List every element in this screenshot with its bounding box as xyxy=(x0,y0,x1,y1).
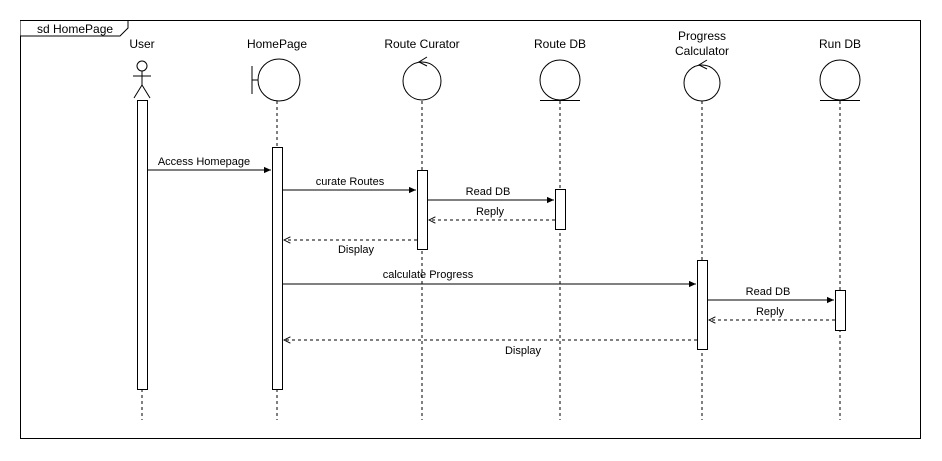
run-db-label: Run DB xyxy=(819,37,861,51)
progress-calculator-label-line2: Calculator xyxy=(675,44,729,58)
boundary-icon xyxy=(251,58,301,102)
message-label: Display xyxy=(338,244,375,256)
route-db-label: Route DB xyxy=(534,37,586,51)
participant-route-curator: Route Curator xyxy=(384,37,460,101)
entity-icon xyxy=(819,59,861,101)
control-icon xyxy=(683,59,721,102)
message-label: Read DB xyxy=(466,186,511,198)
message-label: Reply xyxy=(476,206,505,218)
route-db-activation xyxy=(555,189,566,230)
message-label: Read DB xyxy=(746,286,791,298)
actor-icon xyxy=(133,60,151,99)
homepage-label: HomePage xyxy=(247,37,307,51)
route-curator-activation xyxy=(417,170,428,250)
user-label: User xyxy=(129,37,154,51)
message-label: curate Routes xyxy=(316,176,385,188)
control-icon xyxy=(402,56,442,101)
message-label: calculate Progress xyxy=(383,269,474,281)
participant-route-db: Route DB xyxy=(534,37,586,101)
participant-progress-calculator: Progress Calculator xyxy=(675,29,729,102)
message-label: Reply xyxy=(756,306,785,318)
frame-label: sd HomePage xyxy=(37,22,113,36)
progress-calculator-label-line1: Progress xyxy=(678,29,726,43)
interaction-frame: sd HomePage xyxy=(20,20,921,439)
run-db-activation xyxy=(835,290,846,331)
message-label: Access Homepage xyxy=(158,156,250,168)
message-label: Display xyxy=(505,345,542,357)
user-activation xyxy=(137,100,148,390)
homepage-activation xyxy=(272,147,283,390)
entity-icon xyxy=(539,59,581,101)
progress-calculator-activation xyxy=(697,260,708,350)
route-curator-label: Route Curator xyxy=(384,37,459,51)
participant-homepage: HomePage xyxy=(247,37,307,102)
participant-user: User xyxy=(129,37,155,99)
participant-run-db: Run DB xyxy=(819,37,861,101)
